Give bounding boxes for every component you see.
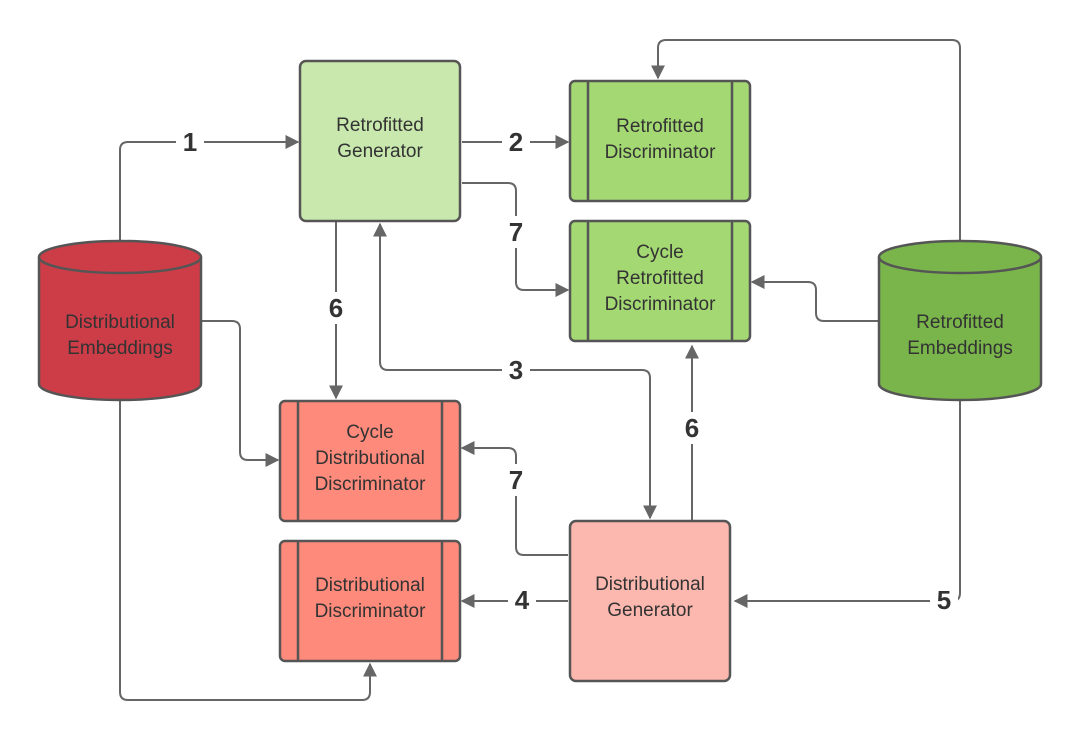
distributional-embeddings-cylinder: Distributional Embeddings <box>37 239 203 402</box>
edges <box>119 39 961 701</box>
retrofitted-embeddings-label-2: Embeddings <box>907 338 1013 359</box>
distributional-generator-label-1: Distributional <box>595 574 705 595</box>
edge-label-5: 5 <box>937 585 951 615</box>
retrofitted-discriminator-label-2: Discriminator <box>605 142 717 163</box>
edge-retro-emb-to-cycle-retro-disc <box>750 275 878 322</box>
edge-5 <box>733 400 961 608</box>
distributional-discriminator-label-2: Discriminator <box>315 601 427 622</box>
edge-dist-emb-to-dist-disc <box>119 400 377 701</box>
retrofitted-generator-label-1: Retrofitted <box>336 115 424 136</box>
edge-label-6a: 6 <box>329 293 343 323</box>
distributional-embeddings-label-1: Distributional <box>65 312 175 333</box>
edge-label-7b: 7 <box>509 465 523 495</box>
cycle-distributional-discriminator-label-3: Discriminator <box>315 474 427 495</box>
retrofitted-embeddings-label-1: Retrofitted <box>916 312 1004 333</box>
edge-3-down <box>530 369 657 520</box>
edge-label-1: 1 <box>183 127 197 157</box>
cycle-retrofitted-discriminator-label-1: Cycle <box>636 242 684 263</box>
cycle-retrofitted-discriminator-box: Cycle Retrofitted Discriminator <box>568 219 752 343</box>
edge-retro-emb-to-retro-disc <box>651 39 961 242</box>
distributional-generator-label-2: Generator <box>607 600 693 621</box>
edge-label-2: 2 <box>509 127 523 157</box>
edge-label-6b: 6 <box>685 413 699 443</box>
cycle-retrofitted-discriminator-label-3: Discriminator <box>605 294 717 315</box>
distributional-discriminator-box: Distributional Discriminator <box>278 539 462 663</box>
distributional-generator-box: Distributional Generator <box>568 519 732 683</box>
cycle-distributional-discriminator-label-1: Cycle <box>346 422 394 443</box>
retrofitted-embeddings-cylinder: Retrofitted Embeddings <box>877 239 1043 402</box>
edge-3-up <box>373 222 508 371</box>
retrofitted-generator-box: Retrofitted Generator <box>298 59 462 223</box>
retrofitted-discriminator-label-1: Retrofitted <box>616 116 704 137</box>
retrofitted-discriminator-box: Retrofitted Discriminator <box>568 79 752 203</box>
distributional-discriminator-label-1: Distributional <box>315 575 425 596</box>
distributional-embeddings-label-2: Embeddings <box>67 338 173 359</box>
edge-labels: 1 2 7 6 3 6 7 4 5 <box>176 126 958 616</box>
edge-label-4: 4 <box>515 585 530 615</box>
cycle-retrofitted-discriminator-label-2: Retrofitted <box>616 268 704 289</box>
edge-label-3: 3 <box>509 355 523 385</box>
edge-dist-emb-to-cycle-dist-disc <box>202 320 280 467</box>
retrofitted-generator-label-2: Generator <box>337 141 423 162</box>
edge-1 <box>119 135 300 242</box>
edge-7b <box>460 441 568 556</box>
cycle-distributional-discriminator-label-2: Distributional <box>315 448 425 469</box>
cycle-distributional-discriminator-box: Cycle Distributional Discriminator <box>278 399 462 523</box>
edge-label-7a: 7 <box>509 217 523 247</box>
